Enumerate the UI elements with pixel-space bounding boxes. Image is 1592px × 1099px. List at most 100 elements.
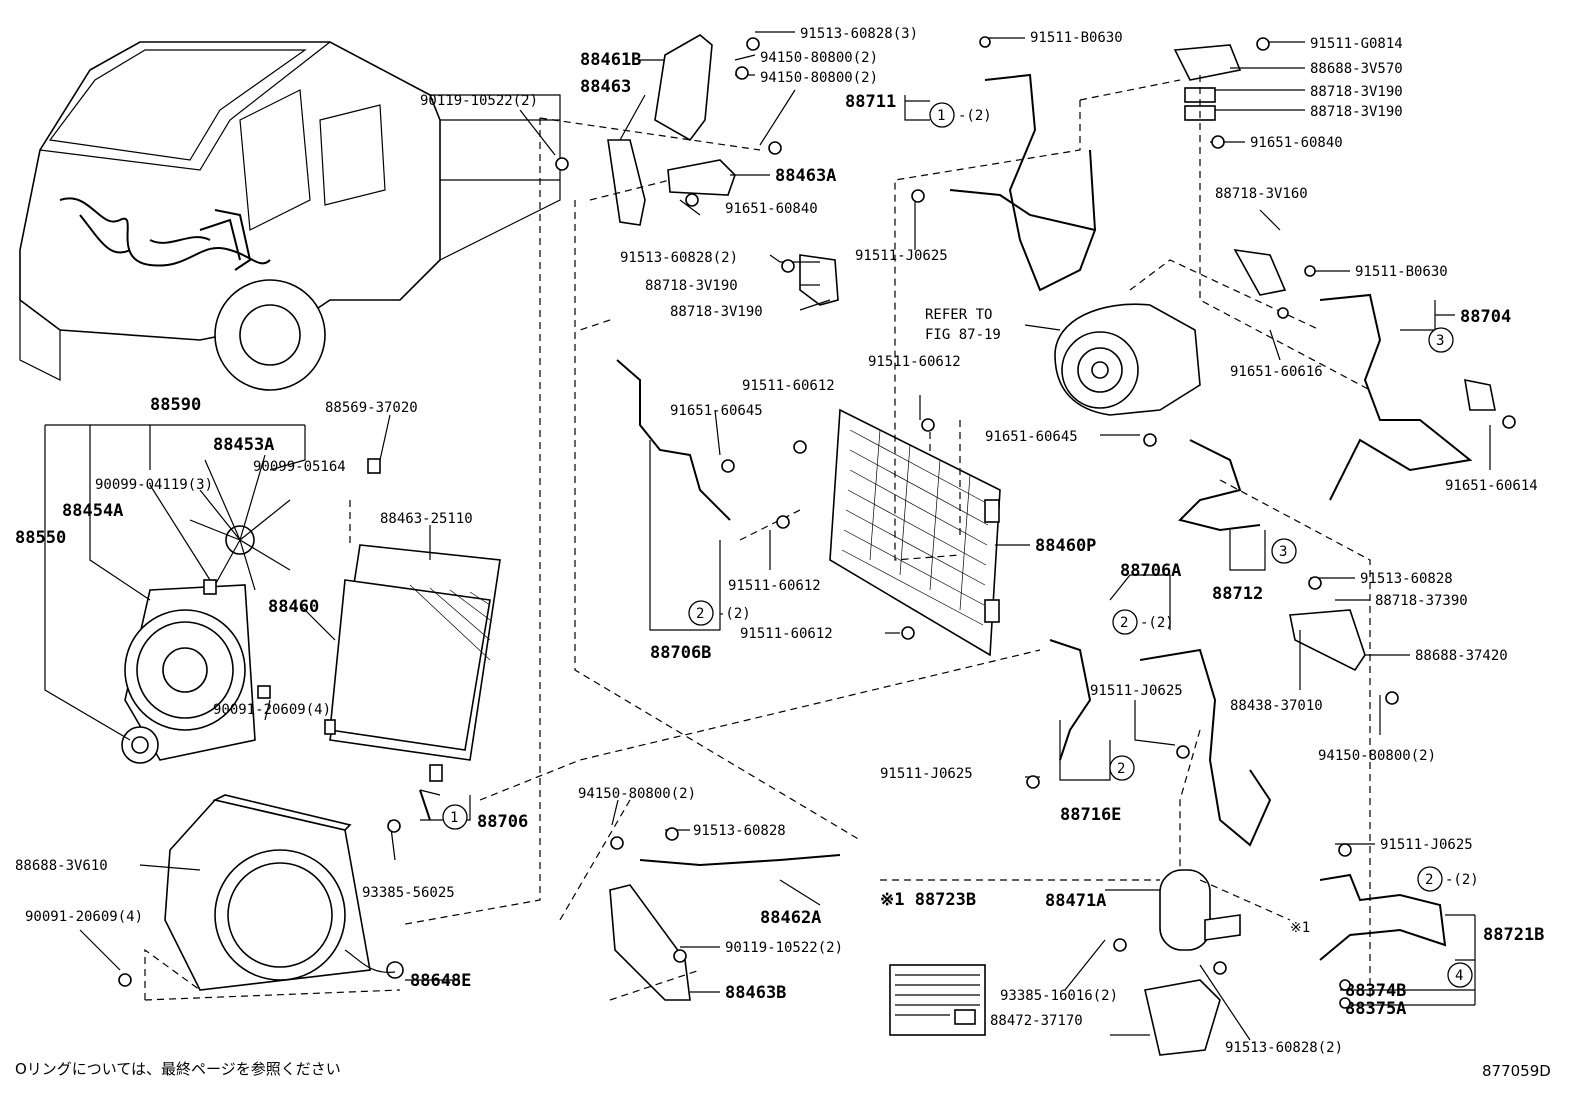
fasteners (118, 36, 1516, 1009)
label-91511-J0625-a: 91511-J0625 (855, 248, 948, 264)
fan-assembly (121, 454, 381, 764)
label-88718-3V190-d: 88718-3V190 (670, 304, 763, 320)
label-88688-3V610: 88688-3V610 (15, 858, 108, 874)
label-93385-16016-2: 93385-16016(2) (1000, 988, 1118, 1004)
label-90099-05164: 90099-05164 (253, 459, 346, 475)
label-94150-80800-2c: 94150-80800(2) (1318, 748, 1436, 764)
label-91513-60828-b: 91513-60828 (693, 823, 786, 839)
callout-3a: 3 (1436, 333, 1444, 349)
label-90119-10522-2a: 90119-10522(2) (420, 93, 538, 109)
label-88688-3V570: 88688-3V570 (1310, 61, 1403, 77)
label-88461B: 88461B (580, 50, 641, 70)
footer-note: Oリングについては、最終ページを参照ください (15, 1060, 341, 1078)
label-star1: ※1 (1290, 920, 1310, 936)
brackets-right (1173, 44, 1496, 672)
callout-2a-qty: -(2) (717, 606, 751, 622)
label-88453A: 88453A (213, 435, 274, 455)
label-91513-60828-3: 91513-60828(3) (800, 26, 918, 42)
callout-1b: 1 (450, 810, 458, 826)
callout-2a: 2 (696, 606, 704, 622)
label-91651-60645-b: 91651-60645 (985, 429, 1078, 445)
bracket-88461B (607, 34, 839, 306)
label-91511-J0625-d: 91511-J0625 (1380, 837, 1473, 853)
label-93385-56025: 93385-56025 (362, 885, 455, 901)
compressor (1054, 303, 1201, 416)
label-90119-10522-2b: 90119-10522(2) (725, 940, 843, 956)
condenser-88460 (324, 544, 501, 782)
label-91511-J0625-b: 91511-J0625 (1090, 683, 1183, 699)
label-88375A: 88375A (1345, 999, 1406, 1019)
label-91511-60612-d: 91511-60612 (740, 626, 833, 642)
leader-lines (44, 31, 1491, 1041)
part-labels: 91513-60828(3) 91511-B0630 91511-G0814 8… (15, 26, 1551, 1080)
label-88454A: 88454A (62, 501, 123, 521)
label-refer-to: REFER TO (925, 307, 992, 323)
label-88374B: 88374B (1345, 981, 1406, 1001)
label-88718-3V190-b: 88718-3V190 (1310, 104, 1403, 120)
truck-illustration (19, 41, 561, 391)
label-88706: 88706 (477, 812, 528, 832)
label-88648E: 88648E (410, 971, 471, 991)
label-91513-60828: 91513-60828 (1360, 571, 1453, 587)
label-94150-80800-2b: 94150-80800(2) (760, 70, 878, 86)
label-91651-60645-a: 91651-60645 (670, 403, 763, 419)
reference-lines (144, 75, 1371, 1001)
label-88712: 88712 (1212, 584, 1263, 604)
label-88718-3V190-c: 88718-3V190 (645, 278, 738, 294)
label-88438-37010: 88438-37010 (1230, 698, 1323, 714)
callout-2b-qty: -(2) (1140, 615, 1174, 631)
label-88463-25110: 88463-25110 (380, 511, 473, 527)
callout-4: 4 (1455, 968, 1463, 984)
label-88723B: ※1 88723B (880, 890, 976, 910)
figure-id: 877059D (1482, 1062, 1551, 1080)
label-91513-60828-2c: 91513-60828(2) (1225, 1040, 1343, 1056)
condenser-hatch (409, 584, 491, 661)
label-fig-87-19: FIG 87-19 (925, 327, 1001, 343)
callout-1a-qty: -(2) (958, 108, 992, 124)
label-88711: 88711 (845, 92, 896, 112)
label-91651-60614: 91651-60614 (1445, 478, 1538, 494)
label-94150-80800-2a: 94150-80800(2) (760, 50, 878, 66)
callout-2c: 2 (1117, 761, 1125, 777)
label-91651-60840-b: 91651-60840 (725, 201, 818, 217)
label-88718-3V190-a: 88718-3V190 (1310, 84, 1403, 100)
label-88472-37170: 88472-37170 (990, 1013, 1083, 1029)
label-91511-60612-b: 91511-60612 (742, 378, 835, 394)
label-88471A: 88471A (1045, 891, 1106, 911)
label-88721B: 88721B (1483, 925, 1544, 945)
label-91511-B0630-b: 91511-B0630 (1355, 264, 1448, 280)
callouts: 1 -(2) 1 2 -(2) 2 -(2) 2 2 -(2) 3 3 4 (442, 102, 1479, 988)
label-88704: 88704 (1460, 307, 1511, 327)
callout-2d-qty: -(2) (1445, 872, 1479, 888)
label-88688-37420: 88688-37420 (1415, 648, 1508, 664)
label-88460: 88460 (268, 597, 319, 617)
callout-2b: 2 (1120, 615, 1128, 631)
label-88550: 88550 (15, 528, 66, 548)
label-91651-60840-a: 91651-60840 (1250, 135, 1343, 151)
label-88462A: 88462A (760, 908, 821, 928)
callout-3b: 3 (1279, 544, 1287, 560)
label-88569-37020: 88569-37020 (325, 400, 418, 416)
label-90091-20609-4a: 90091-20609(4) (213, 702, 331, 718)
label-88463B: 88463B (725, 983, 786, 1003)
callout-2d: 2 (1425, 872, 1433, 888)
label-91511-60612-c: 91511-60612 (728, 578, 821, 594)
label-91511-J0625-c: 91511-J0625 (880, 766, 973, 782)
label-88706B: 88706B (650, 643, 711, 663)
label-90091-20609-4b: 90091-20609(4) (25, 909, 143, 925)
label-91511-G0814: 91511-G0814 (1310, 36, 1403, 52)
hoses (419, 73, 1473, 961)
shroud-88688-3V610 (164, 794, 404, 991)
condenser-88460P (829, 408, 1001, 657)
label-88706A: 88706A (1120, 561, 1181, 581)
label-91651-60616: 91651-60616 (1230, 364, 1323, 380)
label-88718-3V160: 88718-3V160 (1215, 186, 1308, 202)
label-91511-60612-a: 91511-60612 (868, 354, 961, 370)
receiver-drier (889, 869, 1241, 1056)
label-88590: 88590 (150, 395, 201, 415)
bracket-88463B (609, 884, 691, 1001)
label-94150-80800-2d: 94150-80800(2) (578, 786, 696, 802)
label-91513-60828-2: 91513-60828(2) (620, 250, 738, 266)
label-91511-B0630-a: 91511-B0630 (1030, 30, 1123, 46)
